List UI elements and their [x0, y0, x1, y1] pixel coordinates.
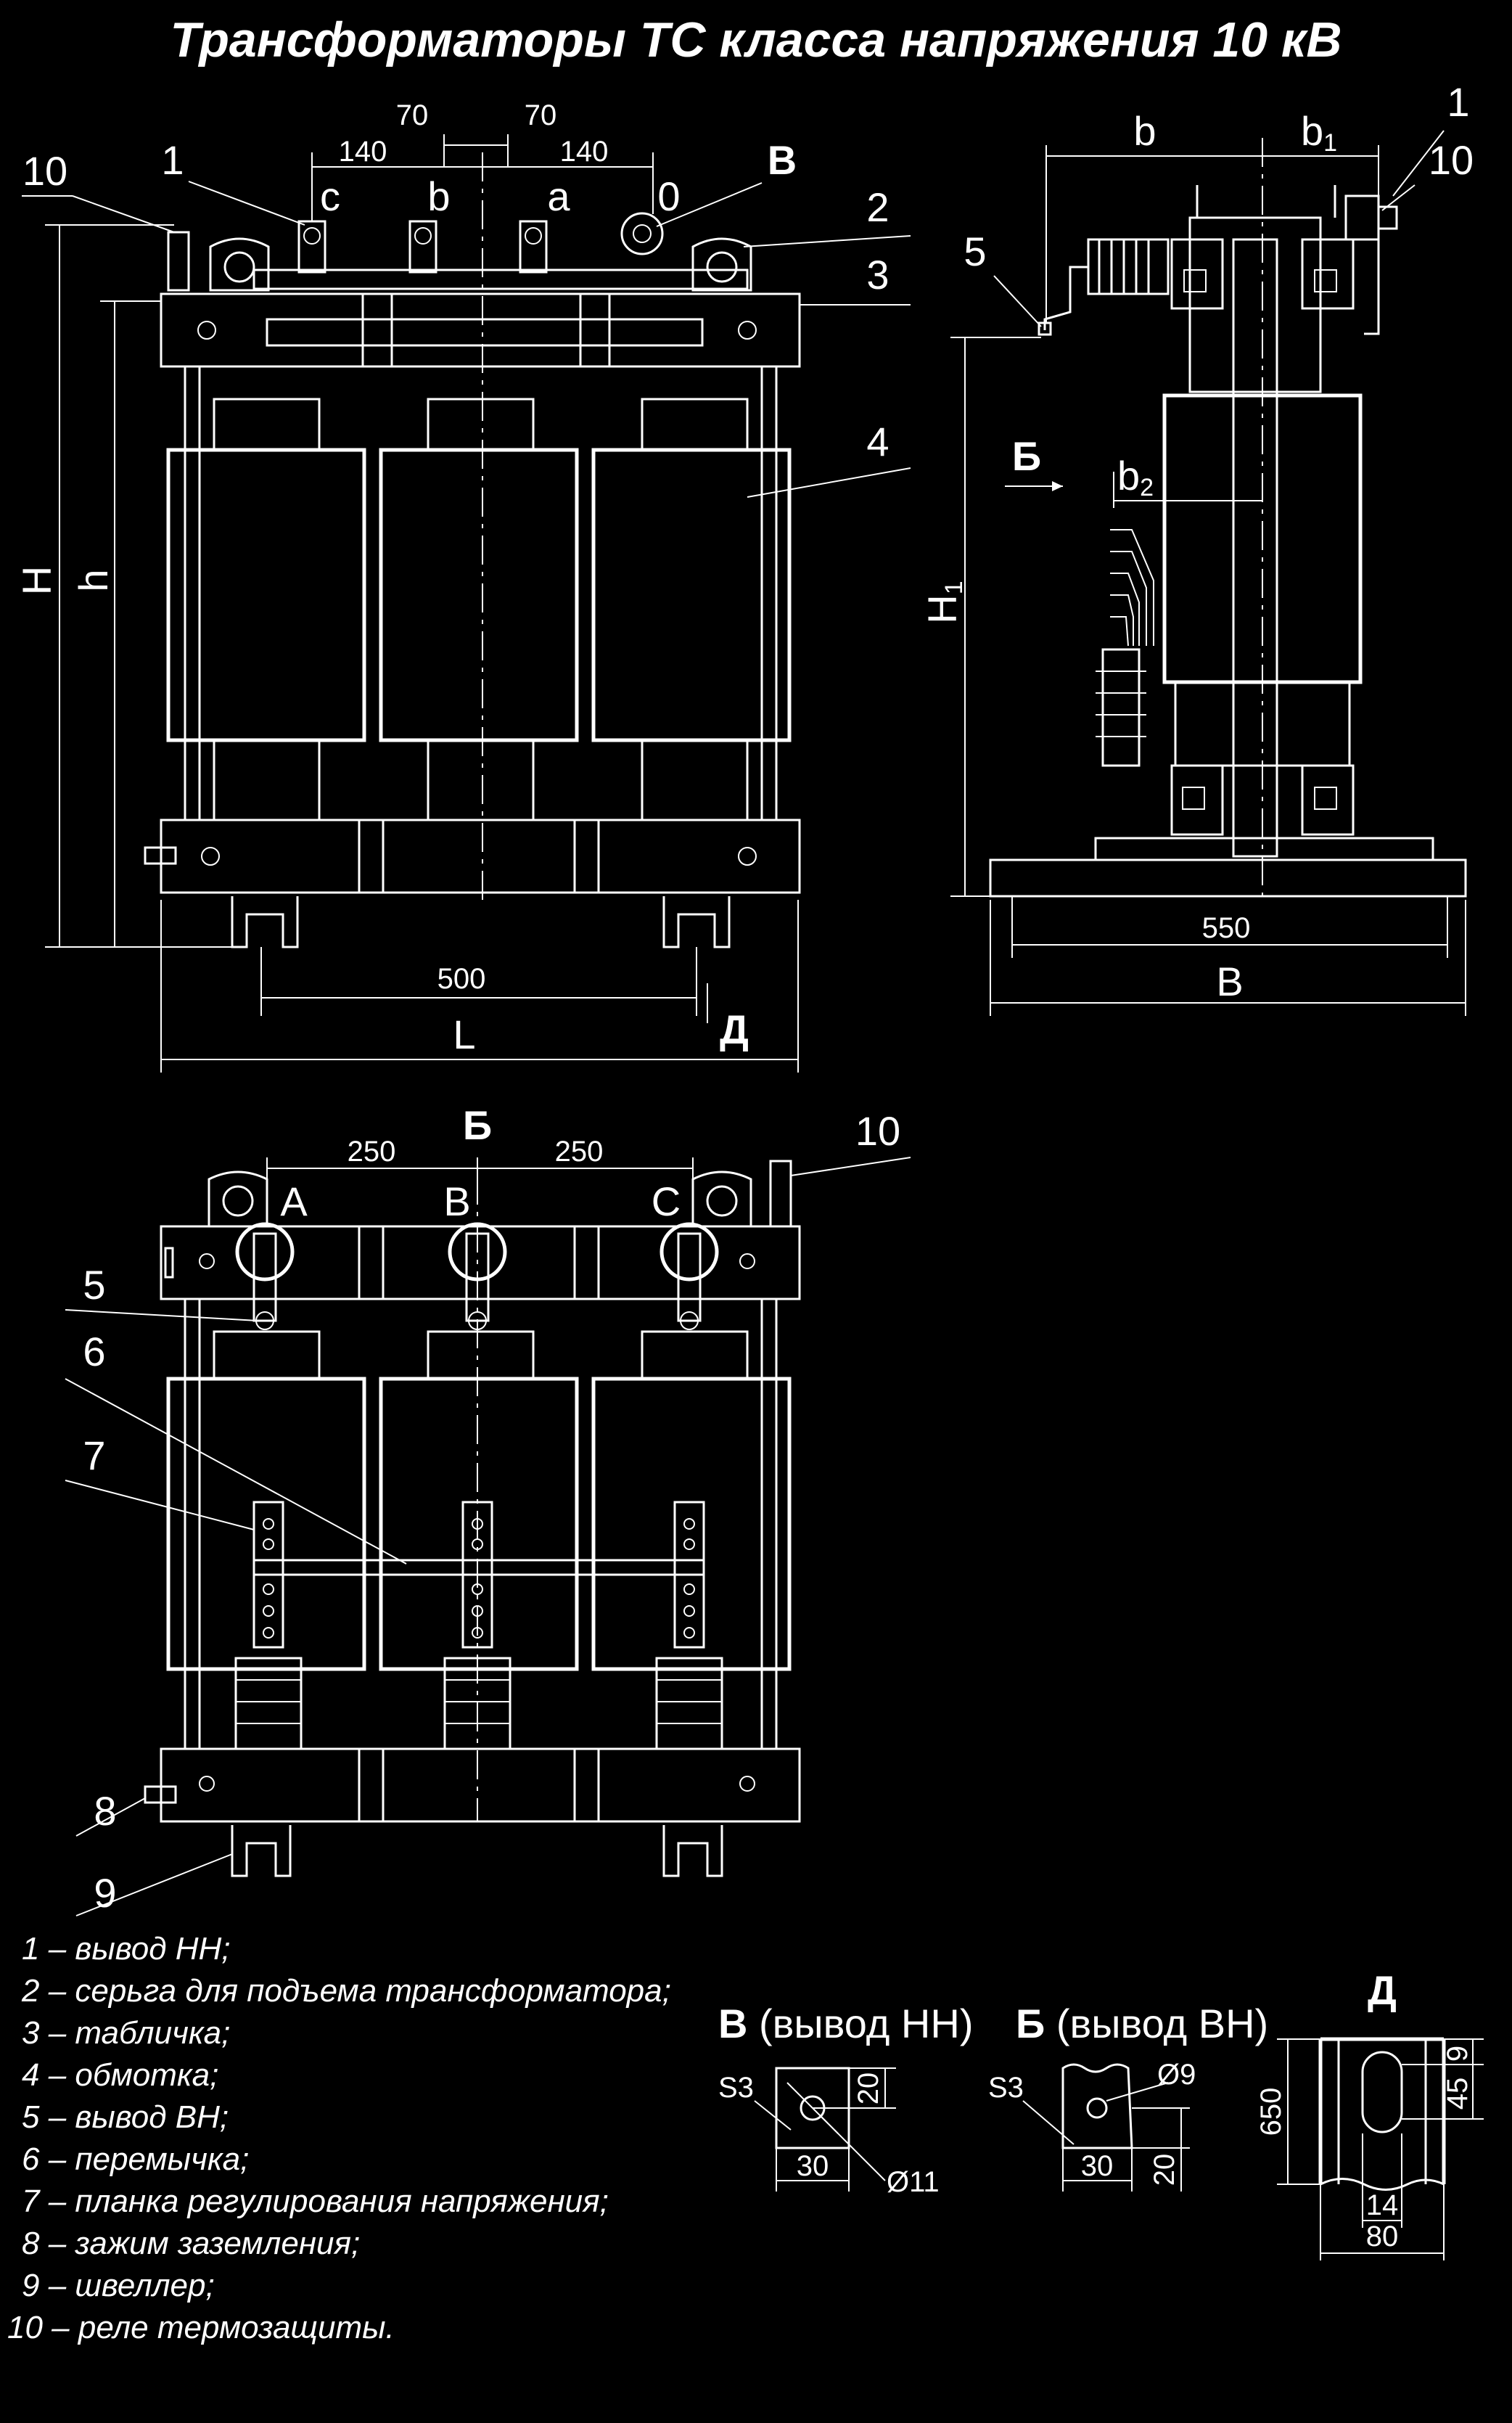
dim-b1: b1 — [1301, 108, 1337, 157]
terminal-label-C: C — [652, 1178, 681, 1224]
dim-140-left: 140 — [339, 136, 387, 168]
terminal-label-0: 0 — [657, 173, 680, 219]
detail-d-dim-9: 9 — [1442, 2046, 1474, 2062]
detail-d-dim-650: 650 — [1255, 2088, 1287, 2136]
dim-b2: b2 — [1117, 453, 1154, 501]
dim-H1: H1 — [919, 581, 968, 623]
detail-b-dim-20: 20 — [1149, 2154, 1180, 2186]
dim-250-right: 250 — [555, 1136, 604, 1168]
rear-callout-9: 9 — [94, 1870, 116, 1916]
detail-b: Б (вывод ВН) Ø9 S3 30 20 — [988, 2001, 1268, 2192]
detail-d-dim-45: 45 — [1442, 2078, 1474, 2110]
side-callout-5: 5 — [964, 229, 986, 274]
legend: 1 – вывод НН; 2 – серьга для подъема тра… — [7, 1931, 671, 2345]
front-view: 70 70 140 140 c b a 0 В 10 1 2 3 4 H h — [14, 99, 911, 1073]
rear-callout-6: 6 — [83, 1329, 105, 1374]
detail-v: В (вывод НН) 20 30 S3 Ø11 — [718, 2001, 973, 2198]
terminal-label-B: B — [443, 1178, 470, 1224]
detail-b-dim-30: 30 — [1081, 2150, 1114, 2182]
rear-view: Б 250 250 A B C — [65, 1102, 911, 1916]
rear-callout-5: 5 — [83, 1262, 105, 1308]
legend-item-8: 8 – зажим заземления; — [22, 2226, 360, 2261]
callout-10: 10 — [22, 148, 67, 194]
legend-item-5: 5 – вывод ВН; — [22, 2099, 229, 2135]
terminal-label-b: b — [427, 173, 450, 219]
legend-item-2: 2 – серьга для подъема трансформатора; — [21, 1973, 671, 2009]
legend-item-7: 7 – планка регулирования напряжения; — [22, 2184, 609, 2219]
dim-70-left: 70 — [396, 99, 429, 131]
legend-item-3: 3 – табличка; — [22, 2015, 230, 2051]
detail-v-hole: Ø11 — [887, 2166, 940, 2198]
callout-2: 2 — [866, 184, 889, 230]
dim-500: 500 — [437, 963, 486, 995]
dim-B: B — [1216, 959, 1243, 1004]
page-title: Трансформаторы ТС класса напряжения 10 к… — [170, 12, 1342, 67]
rear-callout-8: 8 — [94, 1788, 116, 1834]
dim-550: 550 — [1202, 912, 1251, 944]
rear-view-title: Б — [463, 1102, 492, 1148]
detail-v-dim-20: 20 — [852, 2073, 884, 2105]
legend-item-4: 4 – обмотка; — [22, 2057, 218, 2093]
detail-v-dim-30: 30 — [797, 2150, 829, 2182]
callout-3: 3 — [866, 252, 889, 298]
detail-d-dim-80: 80 — [1366, 2221, 1399, 2252]
detail-b-s3: S3 — [988, 2072, 1024, 2104]
view-mark-d: Д — [720, 1006, 749, 1052]
callout-1: 1 — [161, 137, 184, 183]
detail-v-title: В (вывод НН) — [718, 2001, 973, 2046]
terminal-label-c: c — [320, 173, 340, 219]
legend-item-1: 1 – вывод НН; — [22, 1931, 231, 1967]
dim-140-right: 140 — [560, 136, 609, 168]
terminal-label-A: A — [280, 1178, 308, 1224]
side-callout-1: 1 — [1447, 79, 1469, 125]
detail-d-title: Д — [1368, 1967, 1397, 2013]
dim-70-right: 70 — [525, 99, 557, 131]
side-callout-10: 10 — [1429, 137, 1474, 183]
view-mark-b: Б — [1012, 433, 1041, 479]
detail-d-dim-14: 14 — [1366, 2189, 1399, 2221]
legend-item-9: 9 – швеллер; — [22, 2268, 215, 2303]
view-mark-v: В — [768, 137, 797, 183]
legend-item-10: 10 – реле термозащиты. — [7, 2310, 395, 2345]
detail-v-s3: S3 — [718, 2072, 754, 2104]
dim-h: h — [70, 569, 116, 591]
dim-b: b — [1133, 108, 1156, 154]
dim-H: H — [14, 566, 59, 595]
terminal-label-a: a — [547, 173, 570, 219]
dim-250-left: 250 — [348, 1136, 396, 1168]
detail-b-hole: Ø9 — [1157, 2059, 1196, 2091]
legend-item-6: 6 – перемычка; — [22, 2141, 249, 2177]
dim-L: L — [453, 1012, 475, 1057]
callout-4: 4 — [866, 419, 889, 464]
rear-callout-7: 7 — [83, 1432, 105, 1478]
detail-b-title: Б (вывод ВН) — [1016, 2001, 1268, 2046]
side-view: b b1 b2 Б H1 550 B 1 10 5 — [919, 79, 1474, 1016]
rear-callout-10: 10 — [855, 1108, 900, 1154]
detail-d: Д 9 45 650 14 80 — [1255, 1967, 1484, 2260]
